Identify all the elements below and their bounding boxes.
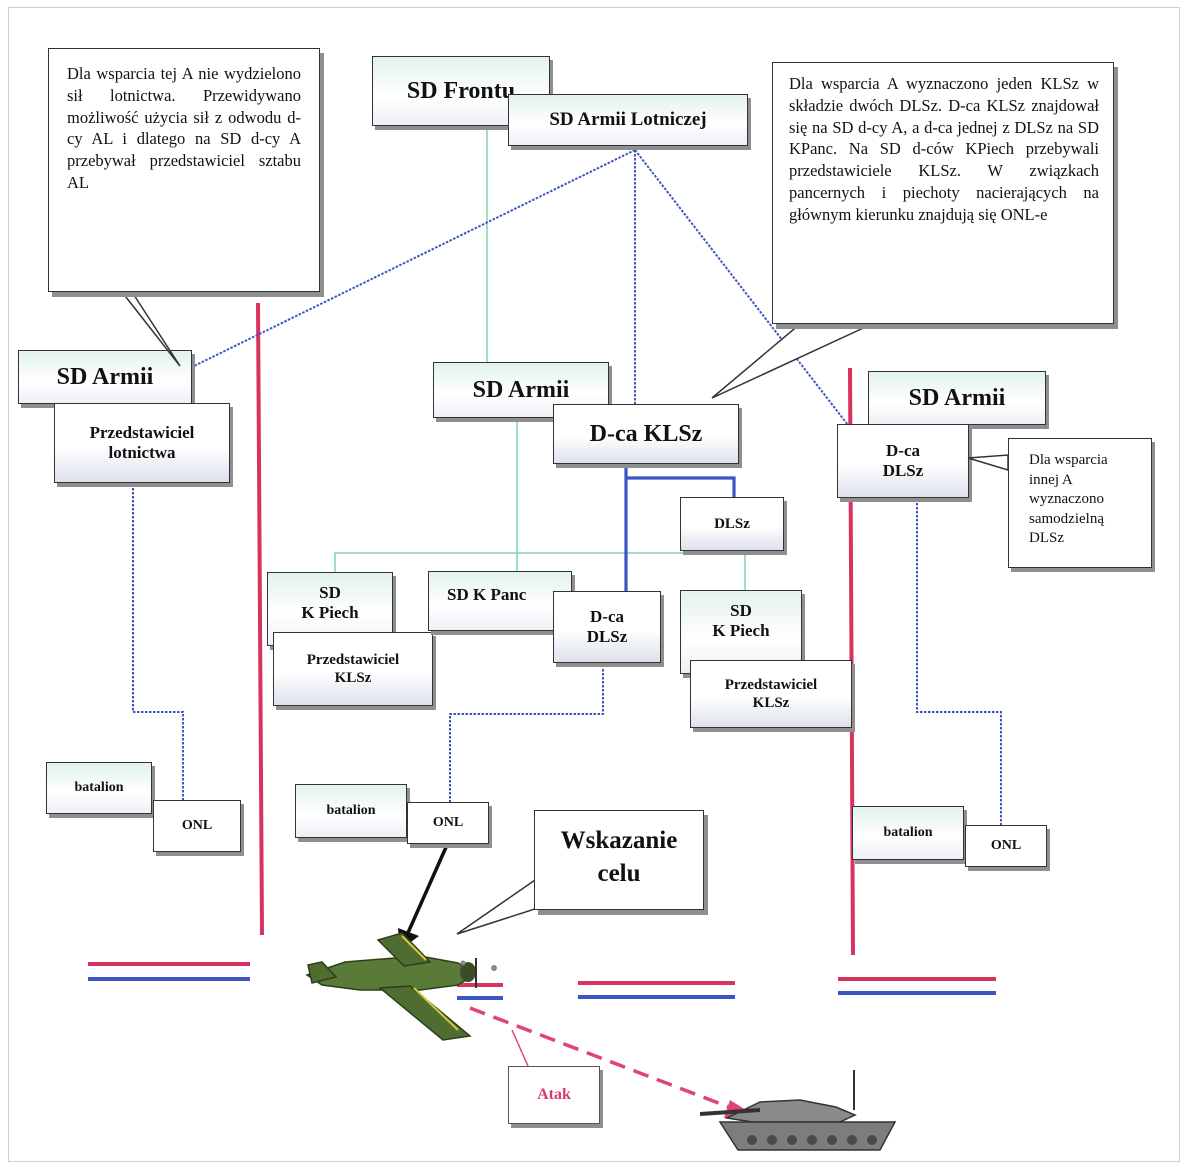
blue-klsz-lines [624,465,736,591]
atak-text: Atak [537,1086,571,1103]
front-line-segments [88,962,996,1000]
wskazanie-callout: Wskazanie celu [534,810,704,910]
node-label-line2: lotnictwa [108,443,176,462]
node-label: SD Armii [56,363,154,390]
node-przedstawiciel-klsz-right[interactable]: Przedstawiciel KLSz [690,660,852,728]
wskazanie-label-line1: Wskazanie [560,827,678,854]
green-command-lines [334,128,746,590]
note-right-pointer [967,454,1009,472]
node-label: DLSz [714,516,750,532]
atak-label: Atak [508,1066,600,1124]
note-left-pointer [108,291,181,367]
node-batalion-left[interactable]: batalion [46,762,152,814]
note-top-right-pointer [711,323,873,399]
node-label-line1: Przedstawiciel [89,422,195,442]
node-sd-armii-lotniczej[interactable]: SD Armii Lotniczej [508,94,748,146]
node-onl-right[interactable]: ONL [965,825,1047,867]
node-sd-armii-right[interactable]: SD Armii [868,371,1046,425]
node-sd-armii-left[interactable]: SD Armii [18,350,192,404]
note-right: Dla wsparcia innej A wyznaczono samodzie… [1008,438,1152,568]
node-label: batalion [883,824,933,840]
atak-pointer [511,1029,529,1067]
node-label-line1: SD [319,583,341,602]
node-label: ONL [432,814,464,830]
note-text: Dla wsparcia tej A nie wydzielono sił lo… [67,64,301,192]
node-label-line2: K Piech [712,621,770,641]
node-label-line1: SD [730,601,752,620]
node-label: SD Armii [472,376,570,403]
blue-support-lines [132,149,1002,825]
node-label-line2: KLSz [334,670,372,686]
node-dlsz-center[interactable]: DLSz [680,497,784,551]
aircraft-icon [305,932,497,1041]
node-label: batalion [326,802,376,818]
wskazanie-label-line2: celu [597,859,641,887]
node-label-line2: K Piech [301,603,359,623]
node-sd-frontu[interactable]: SD Frontu [372,56,550,126]
node-label: SD K Panc [447,585,527,604]
node-dca-dlsz-center[interactable]: D-ca DLSz [553,591,661,663]
node-label: SD Frontu [406,77,516,104]
node-dca-klsz[interactable]: D-ca KLSz [553,404,739,464]
node-batalion-right[interactable]: batalion [852,806,964,860]
node-przedstawiciel-klsz-left[interactable]: Przedstawiciel KLSz [273,632,433,706]
node-sd-armii-center[interactable]: SD Armii [433,362,609,418]
note-text: Dla wsparcia innej A wyznaczono samodzie… [1029,452,1108,546]
diagram-frame [8,7,1180,1162]
node-label-line2: DLSz [586,627,628,646]
node-batalion-center[interactable]: batalion [295,784,407,838]
node-label-line2: KLSz [752,695,790,711]
node-label: ONL [181,817,213,833]
node-label-line1: Przedstawiciel [306,652,400,668]
node-onl-center[interactable]: ONL [407,802,489,844]
note-left: Dla wsparcia tej A nie wydzielono sił lo… [48,48,320,292]
note-top-right: Dla wsparcia A wyznaczono jeden KLSz w s… [772,62,1114,324]
tank-icon [699,1070,897,1151]
node-przedstawiciel-lotnictwa[interactable]: Przedstawiciel lotnictwa [54,403,230,483]
node-sd-k-panc[interactable]: SD K Panc [428,571,572,631]
node-label-line1: Przedstawiciel [724,677,818,693]
node-dca-dlsz-right[interactable]: D-ca DLSz [837,424,969,498]
node-label: D-ca KLSz [589,420,703,447]
node-label-line1: D-ca [886,440,920,460]
node-label: SD Armii Lotniczej [549,108,707,130]
note-text: Dla wsparcia A wyznaczono jeden KLSz w s… [789,74,1099,224]
node-label: batalion [74,779,124,795]
node-label: ONL [990,837,1022,853]
node-onl-left[interactable]: ONL [153,800,241,852]
node-label-line2: DLSz [882,461,924,480]
node-label: SD Armii [908,384,1006,411]
node-label-line1: D-ca [590,606,624,626]
boundary-line-left [256,302,264,936]
